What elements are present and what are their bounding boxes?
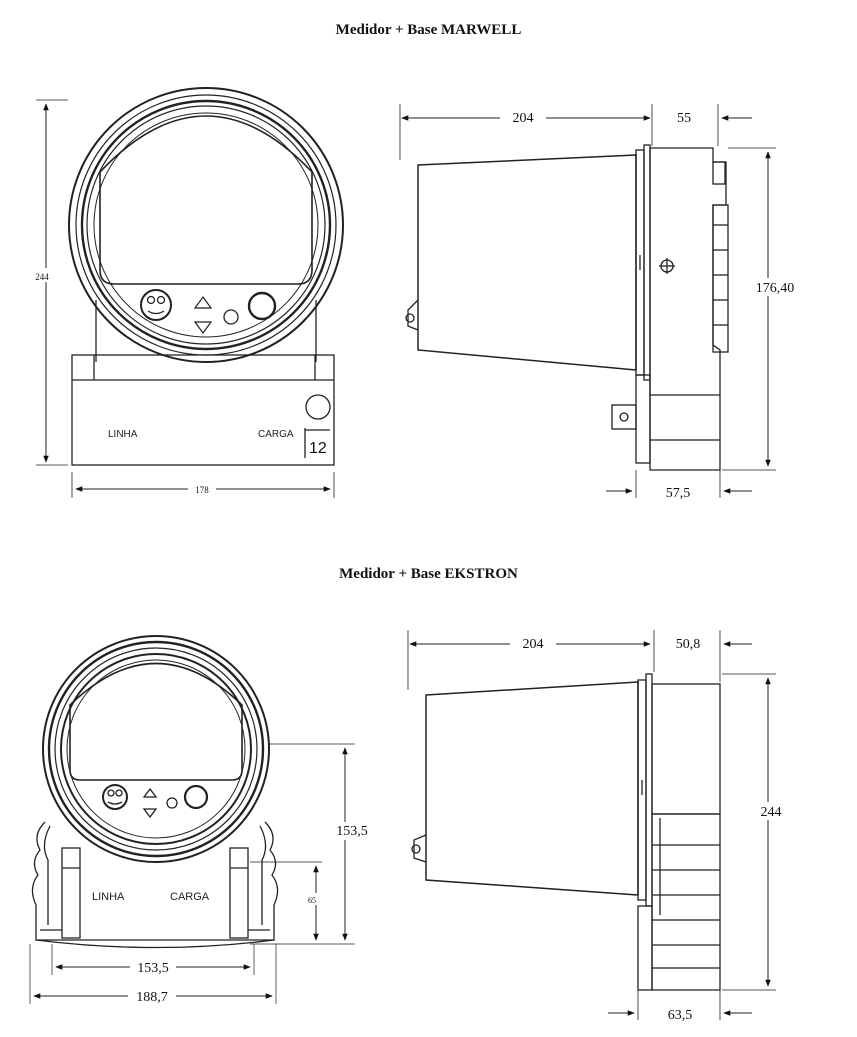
marwell-side-view	[399, 104, 776, 498]
marwell-side-depth-label: 204	[513, 111, 534, 126]
ekstron-left-post	[61, 847, 81, 939]
marwell-terminal-number: 12	[309, 440, 327, 457]
marwell-meter-outer-ring	[68, 87, 344, 363]
marwell-width-label: 178	[195, 485, 209, 495]
ekstron-outer-width-label: 188,7	[136, 990, 168, 1005]
ekstron-meter-outer-ring	[42, 635, 270, 863]
ekstron-small-label: 65	[308, 896, 316, 905]
ekstron-height-label: 153,5	[336, 824, 368, 839]
marwell-height-label: 244	[35, 272, 49, 282]
ekstron-optical-port-icon	[102, 784, 128, 810]
ekstron-side-view	[407, 630, 776, 1020]
ekstron-inner-width-label: 153,5	[137, 961, 169, 976]
marwell-side-base-depth-label: 55	[677, 111, 691, 126]
marwell-optical-port-icon	[140, 289, 172, 321]
marwell-base-box	[71, 354, 335, 466]
ekstron-side-bottom-label: 63,5	[668, 1008, 693, 1023]
ekstron-down-arrow-icon	[142, 808, 158, 819]
ekstron-title: Medidor + Base EKSTRON	[339, 566, 518, 582]
marwell-title: Medidor + Base MARWELL	[335, 22, 522, 38]
marwell-linha-label: LINHA	[108, 429, 138, 440]
marwell-seal-icon	[305, 394, 331, 420]
marwell-carga-label: CARGA	[258, 429, 294, 440]
marwell-display-window	[99, 115, 313, 285]
marwell-led-icon	[223, 309, 239, 325]
ekstron-meter-body	[425, 681, 639, 896]
marwell-meter-body	[417, 154, 637, 371]
marwell-down-arrow-icon	[193, 321, 213, 335]
ekstron-display-window	[69, 662, 243, 781]
ekstron-side-height-label: 244	[761, 805, 782, 820]
marwell-button-icon	[247, 291, 277, 321]
marwell-up-arrow-icon	[193, 295, 213, 309]
marwell-side-height-label: 176,40	[756, 281, 795, 296]
ekstron-side-base-depth-label: 50,8	[676, 637, 701, 652]
ekstron-button-icon	[183, 784, 209, 810]
ekstron-up-arrow-icon	[142, 787, 158, 798]
ekstron-led-icon	[166, 797, 178, 809]
ekstron-linha-label: LINHA	[92, 891, 125, 903]
marwell-side-bottom-label: 57,5	[666, 486, 691, 501]
ekstron-side-depth-label: 204	[523, 637, 544, 652]
ekstron-front-view	[29, 635, 355, 1004]
marwell-front-view	[36, 87, 344, 498]
ekstron-carga-label: CARGA	[170, 891, 210, 903]
ekstron-right-post	[229, 847, 249, 939]
